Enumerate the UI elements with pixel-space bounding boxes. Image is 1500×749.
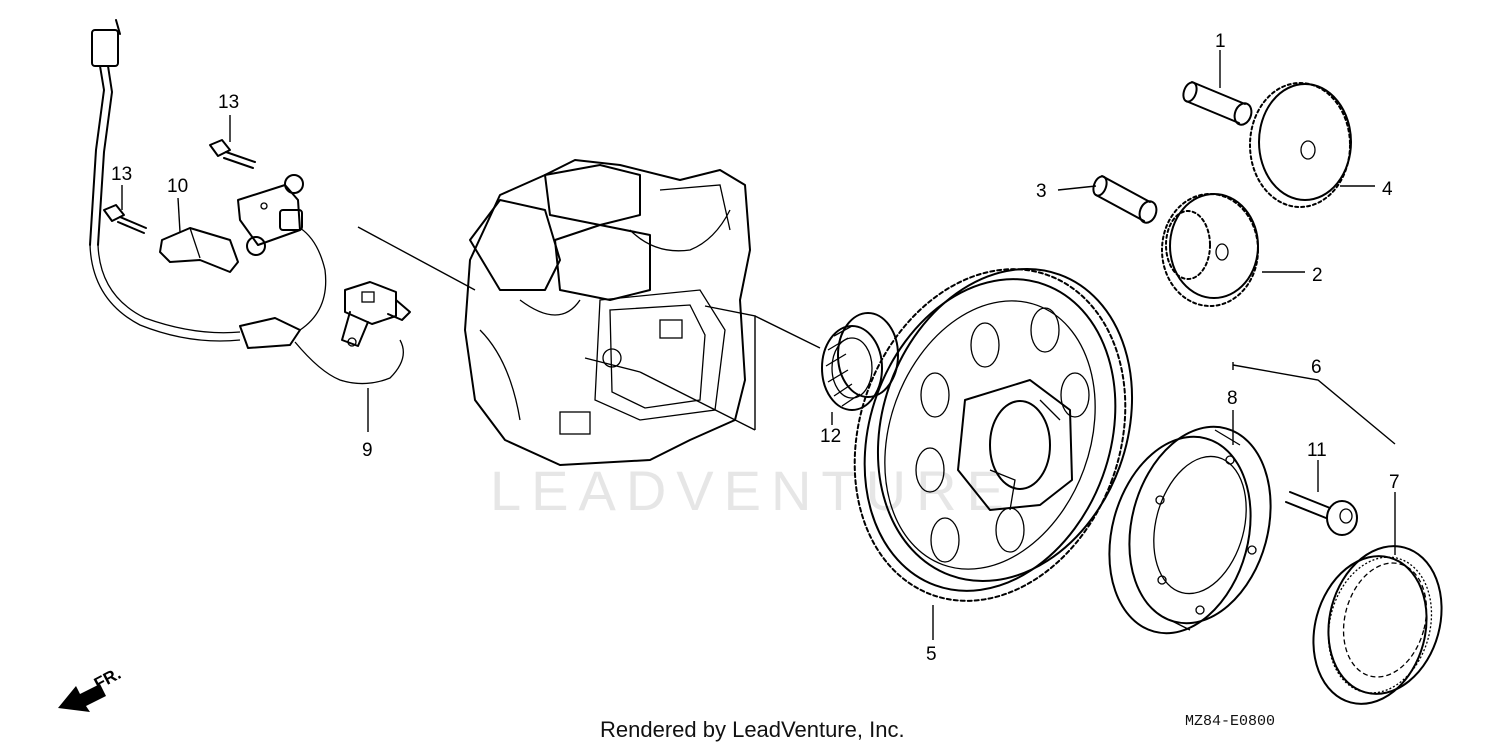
- pickup-bracket-icon: [237, 174, 304, 256]
- bolt-icon: [103, 204, 147, 234]
- bolt-icon: [1285, 491, 1358, 536]
- engine-block-illustration: [464, 159, 751, 466]
- callout-11: 11: [1307, 440, 1327, 461]
- callout-10: 10: [167, 176, 188, 197]
- pin-shaft-icon: [1182, 81, 1253, 126]
- double-gear-icon: [1161, 193, 1259, 307]
- callout-9: 9: [362, 440, 373, 461]
- clutch-outer-icon: [1108, 425, 1272, 635]
- needle-bearing-icon: [821, 312, 899, 411]
- alignment-line: [704, 305, 756, 430]
- rendered-by-credit: Rendered by LeadVenture, Inc.: [600, 717, 905, 742]
- wire-harness-illustration: [89, 19, 404, 385]
- one-way-clutch-icon: [1312, 545, 1443, 705]
- callout-13: 13: [111, 164, 132, 185]
- callout-1: 1: [1215, 31, 1226, 52]
- callout-7: 7: [1389, 472, 1400, 493]
- callout-4: 4: [1382, 179, 1393, 200]
- leader-line-10: [177, 197, 181, 233]
- alignment-line: [357, 226, 476, 291]
- callout-3: 3: [1036, 181, 1047, 202]
- alignment-line: [639, 371, 756, 431]
- front-direction-arrow-icon: FR.: [58, 664, 124, 712]
- watermark: LEADVENTURE: [490, 459, 1014, 522]
- ring-gear-icon: [853, 267, 1134, 602]
- pin-shaft-icon: [1092, 175, 1158, 224]
- gear-icon: [1249, 82, 1352, 208]
- callout-13: 13: [218, 92, 239, 113]
- callout-2: 2: [1312, 265, 1323, 286]
- diagram-code: MZ84-E0800: [1185, 713, 1275, 730]
- callout-6: 6: [1311, 357, 1322, 378]
- bolt-icon: [209, 139, 256, 169]
- callout-5: 5: [926, 644, 937, 665]
- cord-clamp-icon: [159, 227, 239, 273]
- alignment-line: [754, 315, 821, 349]
- callout-8: 8: [1227, 388, 1238, 409]
- callout-12: 12: [820, 426, 841, 447]
- leader-line-3: [1057, 185, 1097, 191]
- pulse-generator-icon: [341, 281, 411, 347]
- assembly-bracket: [1232, 364, 1396, 445]
